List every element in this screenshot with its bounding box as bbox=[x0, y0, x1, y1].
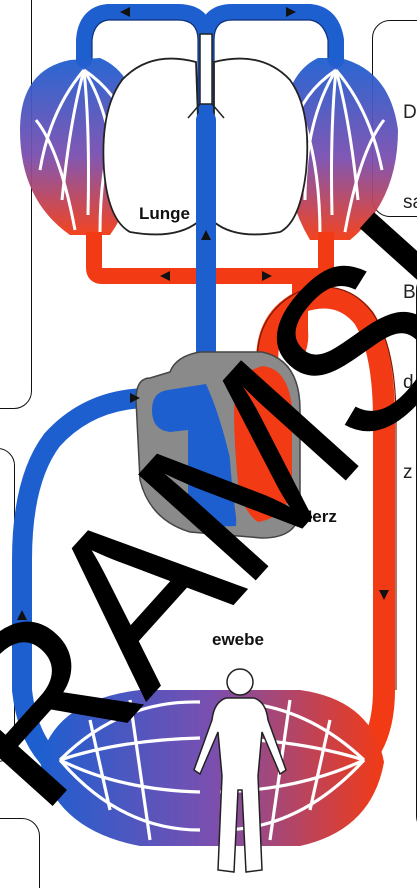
heart-label: Herz bbox=[300, 507, 337, 527]
body-capillaries bbox=[40, 690, 384, 846]
tissue-label: ewebe bbox=[212, 630, 264, 650]
heart bbox=[136, 352, 300, 538]
lungs-label: Lunge bbox=[139, 204, 190, 224]
